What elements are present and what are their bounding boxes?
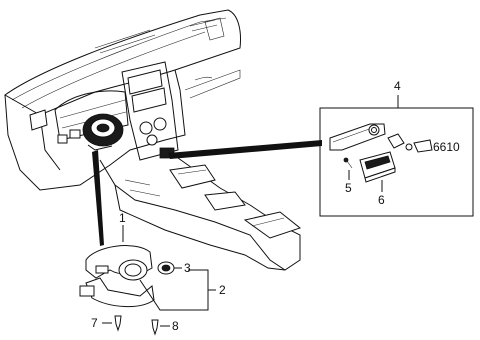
steering-column-shroud xyxy=(82,113,124,151)
shroud-exploded xyxy=(79,225,216,336)
callout-2: 2 xyxy=(219,283,226,297)
leader-shroud-arrow xyxy=(92,150,104,246)
center-console xyxy=(99,157,302,271)
callout-7: 7 xyxy=(91,316,98,330)
callout-4: 4 xyxy=(394,79,401,93)
callout-5: 5 xyxy=(345,181,352,195)
callout-1: 1 xyxy=(119,211,126,225)
callout-8: 8 xyxy=(172,319,179,333)
leader-ashtray-arrow xyxy=(168,140,322,159)
callout-3: 3 xyxy=(184,261,191,275)
callout-ref-6610: 6610 xyxy=(433,140,460,154)
instrument-panel xyxy=(4,9,241,191)
callout-6: 6 xyxy=(378,193,385,207)
ashtray-detail-box xyxy=(319,95,474,217)
